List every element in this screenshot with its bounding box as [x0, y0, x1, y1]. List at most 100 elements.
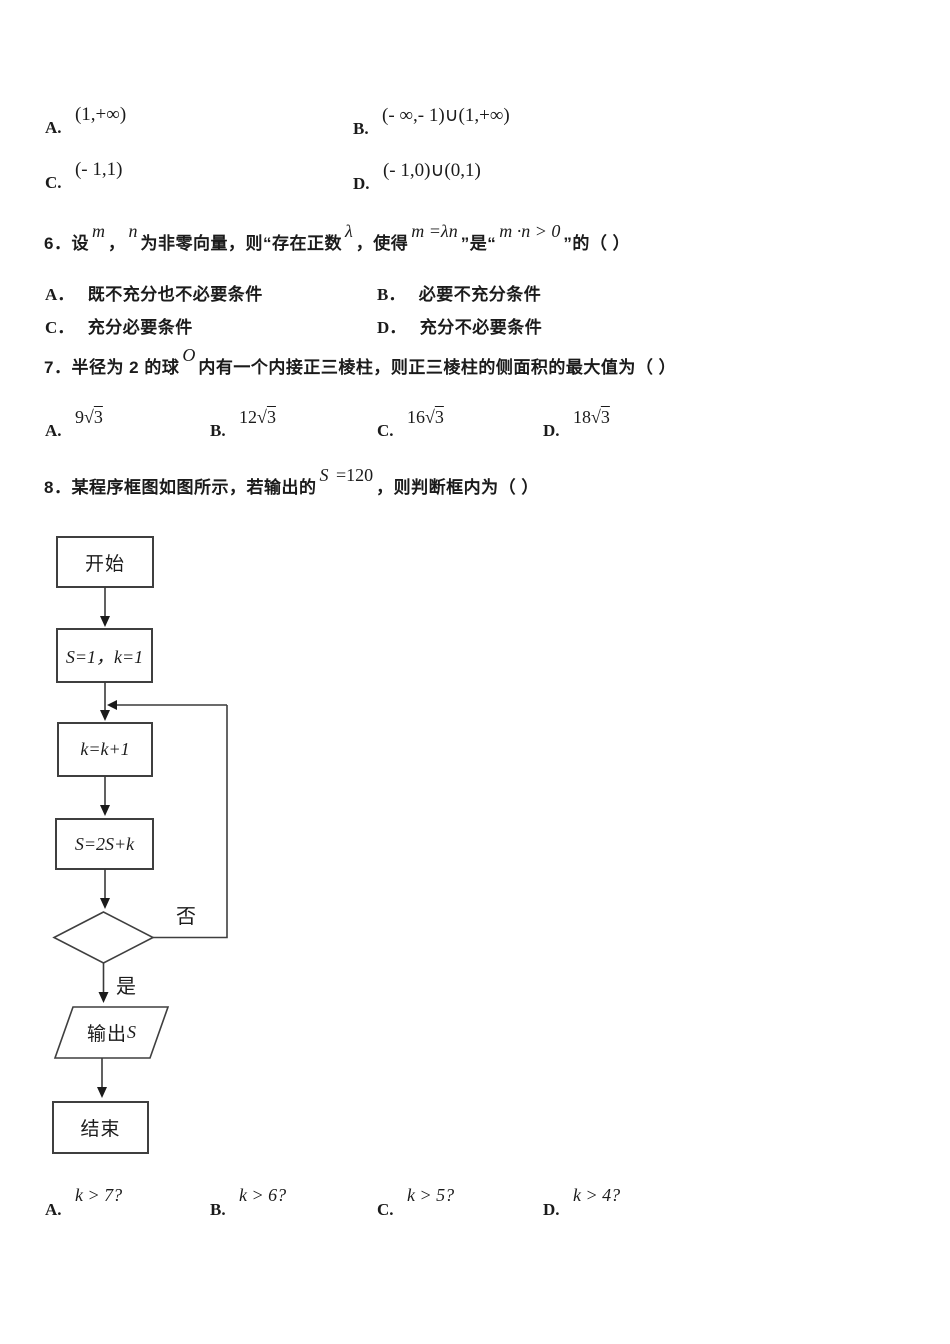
- arrow-down-5: [98, 992, 109, 1003]
- output-parallelogram: [53, 1006, 170, 1059]
- q8-option-b-label: B.: [210, 1200, 226, 1219]
- q8-math-eq-120: =120: [331, 465, 374, 485]
- arrow-down-4: [100, 898, 110, 909]
- q7-option-c: C. 16√3: [377, 407, 444, 441]
- q6-option-d-label: D．: [377, 318, 407, 337]
- q6-option-b-text: 必要不充分条件: [418, 285, 542, 304]
- q8-option-c-label: C.: [377, 1200, 394, 1219]
- arrow-down-6: [97, 1087, 107, 1098]
- q8-option-a-value: k > 7?: [74, 1185, 123, 1205]
- q5-options-row-1: A. (1,+∞) B. (- ∞,- 1)∪(1,+∞): [0, 104, 950, 159]
- q5-option-c-value: (- 1,1): [74, 159, 123, 180]
- q7-option-a-value: 9√3: [74, 407, 103, 427]
- q6-option-d-text: 充分不必要条件: [419, 318, 543, 337]
- loop-path: [153, 705, 228, 939]
- q7-stem-text-2: 内有一个内接正三棱柱，则正三棱柱的侧面积的最大值为（ ）: [198, 358, 677, 377]
- q6-stem-text-6: ”的（ ）: [563, 234, 631, 253]
- decision-diamond: [52, 911, 155, 964]
- increment-expression: k=k+1: [80, 739, 130, 759]
- q6-math-lambda: λ: [344, 221, 353, 241]
- q5-option-d: D. (- 1,0)∪(0,1): [353, 160, 481, 195]
- q8-options-row: A. k > 7? B. k > 6? C. k > 5? D. k > 4?: [0, 1185, 950, 1241]
- q6-option-c: C． 充分必要条件: [45, 313, 193, 338]
- q6-option-a: A． 既不充分也不必要条件: [45, 280, 263, 305]
- branch-yes-label: 是: [116, 976, 136, 998]
- q8-option-c-value: k > 5?: [406, 1185, 455, 1205]
- q6-option-c-label: C．: [45, 318, 75, 337]
- q8-stem-text-1: 8．某程序框图如图所示，若输出的: [44, 478, 317, 497]
- q6-math-m-eq-lambda-n: m =λn: [411, 221, 458, 241]
- q5-options-row-2: C. (- 1,1) D. (- 1,0)∪(0,1): [0, 159, 950, 214]
- q6-stem-text-1: 6．设: [44, 234, 89, 253]
- accumulate-expression: S=2S+k: [74, 833, 135, 854]
- q7-option-c-value: 16√3: [406, 407, 444, 427]
- q6-stem-text-4: ，使得: [355, 234, 409, 253]
- arrow-down-3: [100, 805, 110, 816]
- q8-option-a-label: A.: [45, 1200, 62, 1219]
- end-box: [52, 1101, 149, 1154]
- q6-option-b: B． 必要不充分条件: [377, 280, 541, 305]
- q8-option-b-value: k > 6?: [239, 1185, 287, 1205]
- q5-option-b-label: B.: [353, 119, 369, 138]
- q6-math-m: m: [91, 221, 105, 241]
- q7-option-d-label: D.: [543, 421, 560, 440]
- arrow-left-merge: [107, 700, 117, 710]
- q7-option-b-value: 12√3: [239, 407, 276, 427]
- end-label: 结束: [80, 1119, 121, 1140]
- q7-option-d: D. 18√3: [543, 407, 610, 441]
- q5-option-d-label: D.: [353, 174, 370, 193]
- q5-option-c-label: C.: [45, 173, 62, 192]
- q6-options-row-2: C． 充分必要条件 D． 充分不必要条件: [0, 313, 950, 355]
- init-expression: S=1，k=1: [65, 646, 144, 667]
- flowchart: [52, 536, 228, 1154]
- q6-stem-text-2: ，: [107, 234, 126, 253]
- q7-option-b: B. 12√3: [210, 407, 276, 441]
- q6-option-a-text: 既不充分也不必要条件: [87, 285, 263, 304]
- q6-options-row-1: A． 既不充分也不必要条件 B． 必要不充分条件: [0, 280, 950, 322]
- q7-option-b-label: B.: [210, 421, 226, 440]
- arrow-down-1: [100, 616, 110, 627]
- q7-option-a-label: A.: [45, 421, 62, 440]
- q5-option-c: C. (- 1,1): [45, 159, 122, 194]
- q8-option-a: A. k > 7?: [45, 1185, 122, 1220]
- q8-stem-text-2: ，则判断框内为（ ）: [376, 478, 539, 497]
- output-variable: S: [127, 1022, 136, 1042]
- q6-stem-text-3: 为非零向量，则“存在正数: [140, 234, 342, 253]
- q5-option-a: A. (1,+∞): [45, 104, 126, 139]
- accumulate-label: S=2S+k: [56, 819, 153, 869]
- q8-option-d: D. k > 4?: [543, 1185, 620, 1220]
- q7-stem: 7．半径为 2 的球O内有一个内接正三棱柱，则正三棱柱的侧面积的最大值为（ ）: [44, 345, 677, 378]
- q8-option-d-value: k > 4?: [572, 1185, 621, 1205]
- q6-option-d: D． 充分不必要条件: [377, 313, 542, 338]
- q6-option-a-label: A．: [45, 285, 75, 304]
- q6-stem-text-5: ”是“: [460, 234, 497, 253]
- init-label: S=1，k=1: [57, 629, 152, 682]
- q5-option-a-value: (1,+∞): [74, 104, 127, 125]
- start-label: 开始: [84, 553, 125, 575]
- q7-stem-text-1: 7．半径为 2 的球: [44, 358, 180, 377]
- output-text: 输出: [86, 1024, 127, 1045]
- branch-no-label: 否: [176, 906, 196, 928]
- q6-stem: 6．设m，n为非零向量，则“存在正数λ，使得m =λn”是“m ·n > 0”的…: [44, 221, 631, 254]
- q8-option-c: C. k > 5?: [377, 1185, 454, 1220]
- q7-option-d-value: 18√3: [572, 407, 610, 427]
- q5-option-b-value: (- ∞,- 1)∪(1,+∞): [382, 105, 510, 126]
- q8-option-b: B. k > 6?: [210, 1185, 286, 1220]
- q6-math-n: n: [128, 221, 138, 241]
- q7-math-sphere-O: O: [182, 345, 196, 365]
- q5-option-b: B. (- ∞,- 1)∪(1,+∞): [353, 105, 510, 140]
- q7-option-a: A. 9√3: [45, 407, 103, 441]
- q8-option-d-label: D.: [543, 1200, 560, 1219]
- arrow-down-2: [100, 710, 110, 721]
- q6-option-b-label: B．: [377, 285, 406, 304]
- q5-option-a-label: A.: [45, 118, 62, 137]
- q7-options-row: A. 9√3 B. 12√3 C. 16√3 D. 18√3: [0, 407, 950, 462]
- q8-stem: 8．某程序框图如图所示，若输出的S =120，则判断框内为（ ）: [44, 465, 539, 498]
- q7-option-c-label: C.: [377, 421, 394, 440]
- increment-label: k=k+1: [58, 723, 152, 776]
- q8-math-S: S: [319, 465, 329, 485]
- q5-option-d-value: (- 1,0)∪(0,1): [382, 160, 481, 181]
- q6-option-c-text: 充分必要条件: [87, 318, 193, 337]
